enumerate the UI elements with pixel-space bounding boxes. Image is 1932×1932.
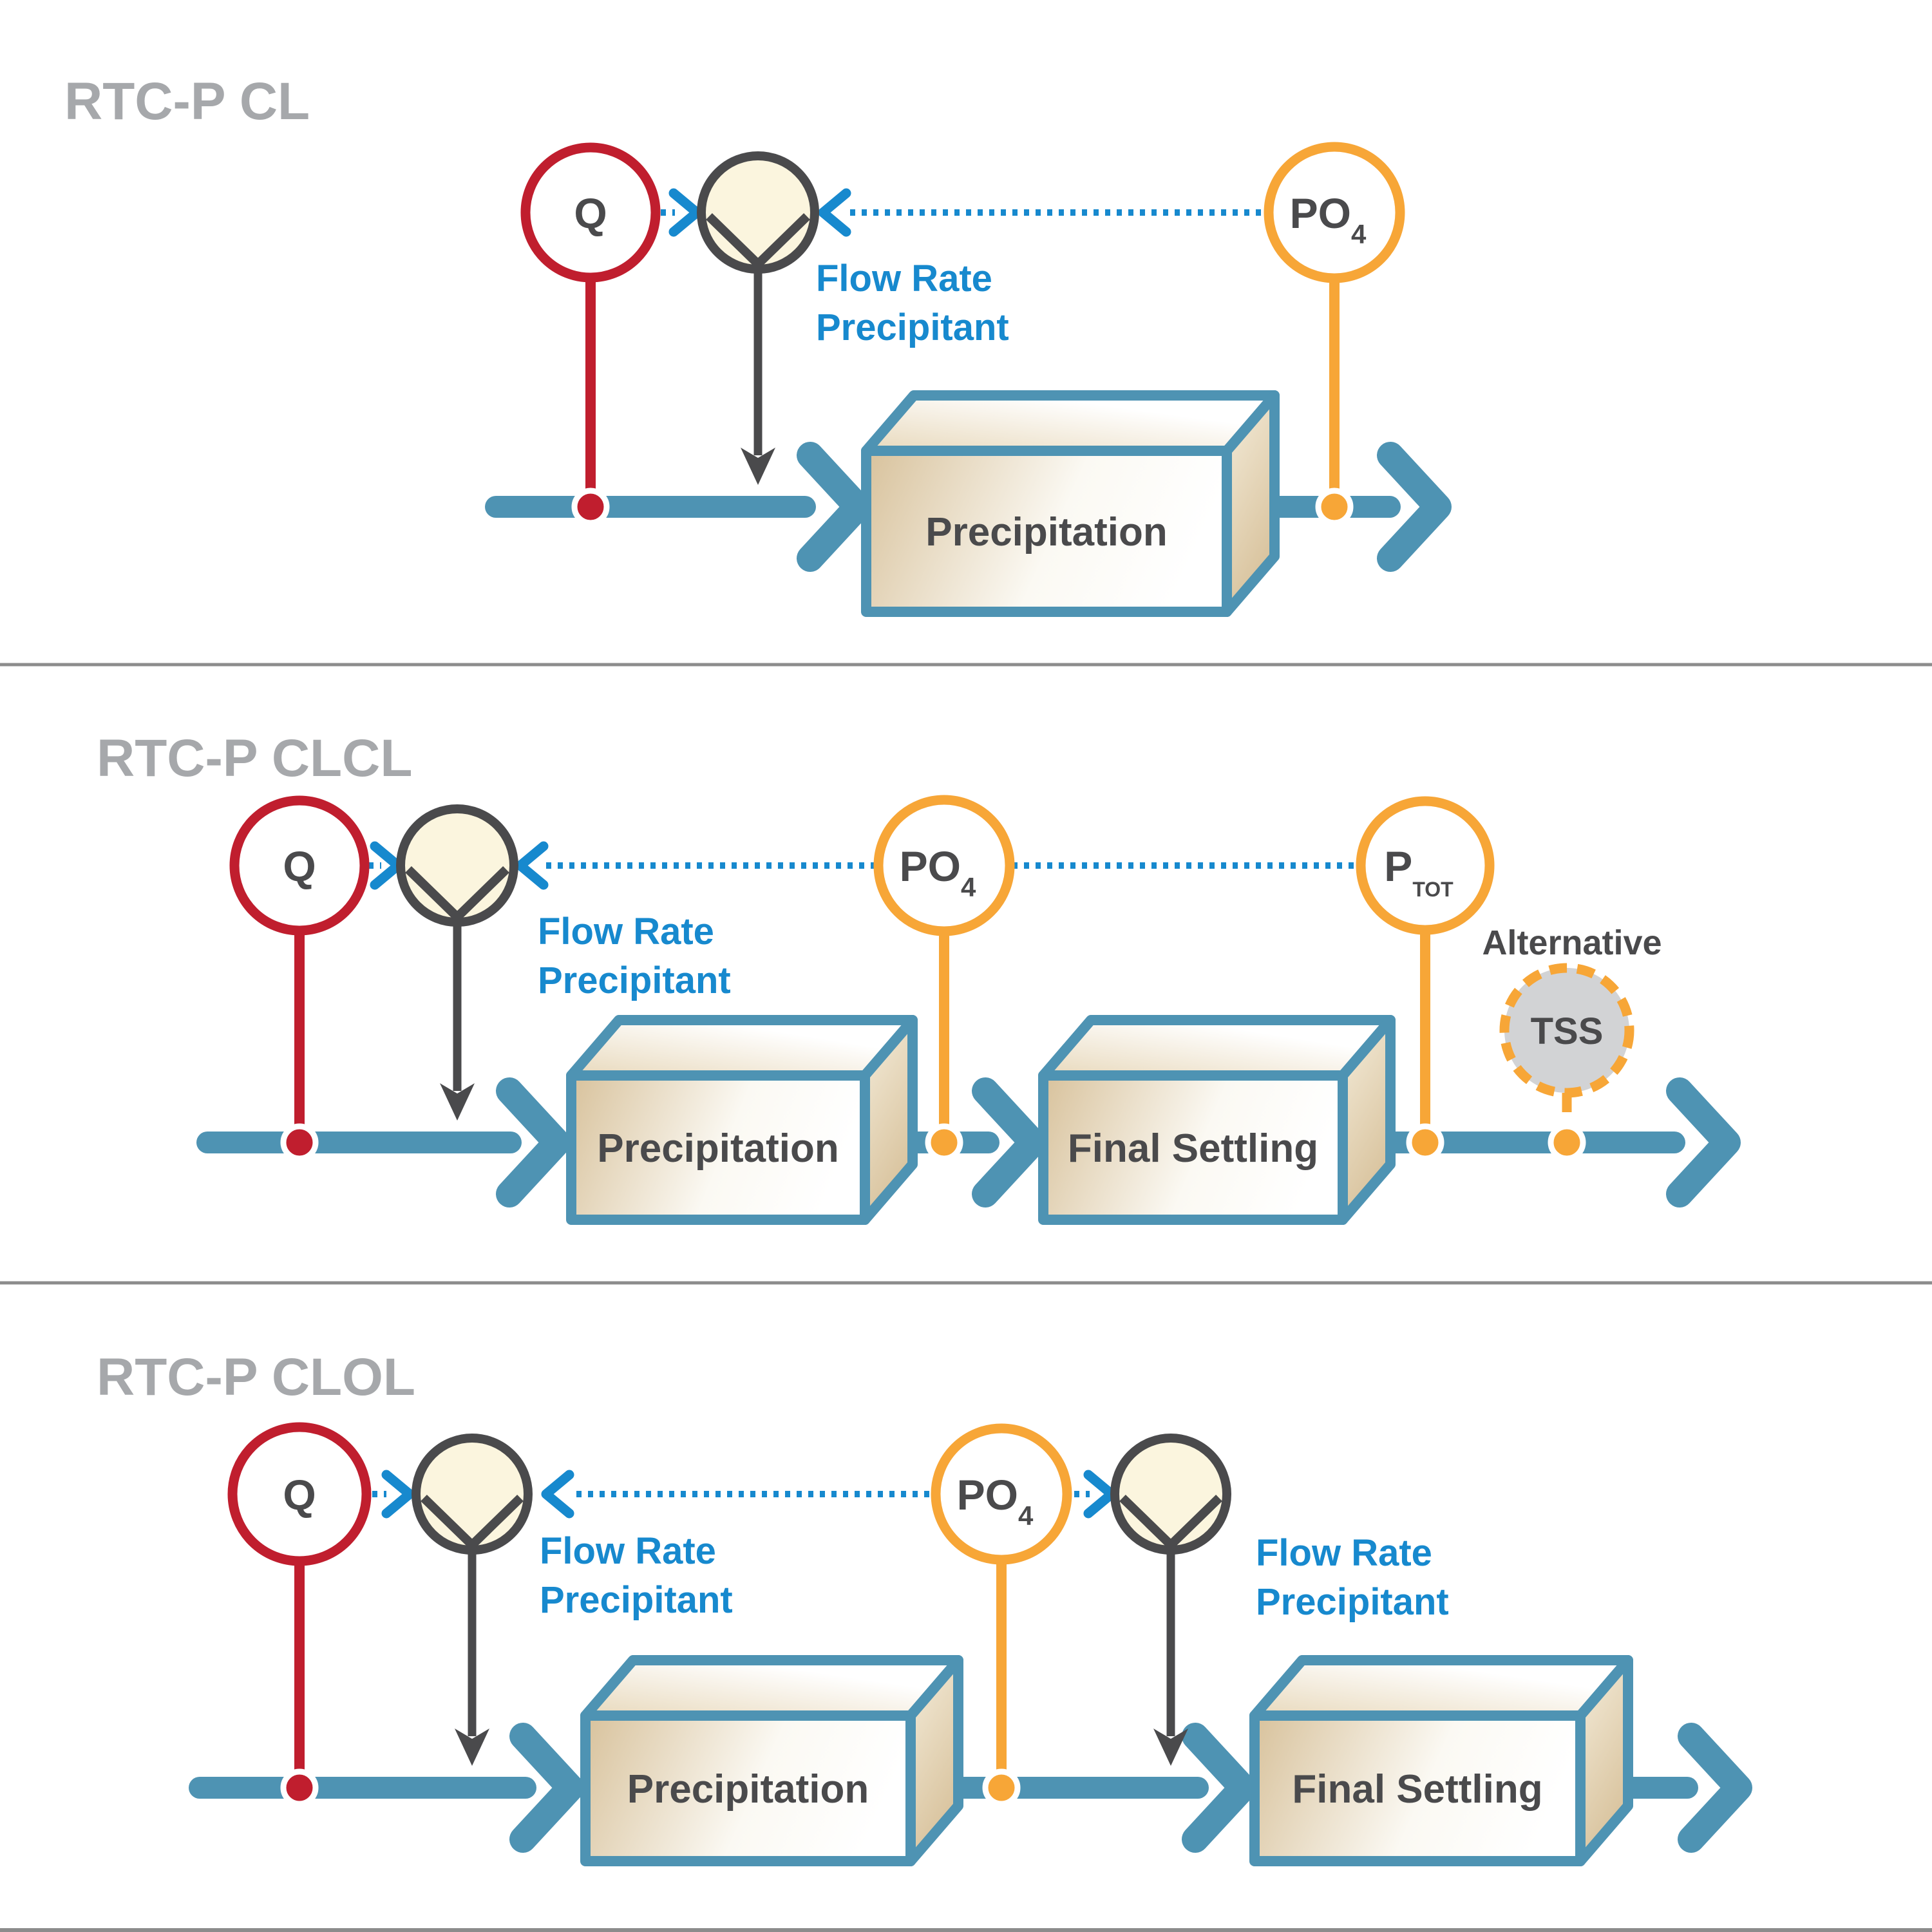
pump-icon xyxy=(697,151,819,274)
process-box-final-settling: Final Settling xyxy=(1038,1015,1396,1225)
panel-rtc-p-clcl: RTC-P CLCL Precipitation Final Settling Q PO… xyxy=(97,729,1741,1225)
box-label: Precipitation xyxy=(925,510,1168,554)
flow-arrow-icon xyxy=(1666,1077,1741,1208)
sensor-label: Q xyxy=(574,189,607,237)
sensor-q: Q xyxy=(520,142,661,526)
panel-rtc-p-clol: RTC-P CLOL Precipitation Final Settling Q PO… xyxy=(97,1348,1752,1866)
box-label: Precipitation xyxy=(597,1126,839,1171)
annotation-line: Flow Rate xyxy=(540,1530,716,1572)
pump-icon xyxy=(1110,1434,1231,1555)
panel-rtc-p-cl: RTC-P CL Precipitation Q PO4 Flow RatePrecip… xyxy=(64,72,1452,617)
sensor-po4: PO4 xyxy=(931,1423,1072,1807)
annotation-line: Flow Rate xyxy=(816,258,992,299)
tap-point xyxy=(1548,1123,1586,1162)
annotation-line: Precipitant xyxy=(1256,1581,1449,1623)
box-front-face xyxy=(1249,1710,1586,1866)
flow-arrow-icon xyxy=(1377,442,1452,572)
pump-impeller-icon xyxy=(1119,1494,1222,1551)
panel-title: RTC-P CLOL xyxy=(97,1348,415,1406)
pump-impeller-icon xyxy=(706,213,810,270)
tap-point xyxy=(1315,488,1354,526)
signal-arrow-icon xyxy=(541,1470,574,1519)
box-top-face xyxy=(566,1015,918,1081)
flow-arrow-icon xyxy=(797,442,871,572)
flow-arrow-icon xyxy=(1678,1723,1752,1853)
sensor-circle xyxy=(1356,796,1495,935)
pump-arrow-icon xyxy=(440,1083,475,1121)
sensor-q: Q xyxy=(229,795,370,1162)
pump-arrow-icon xyxy=(455,1728,489,1766)
dosing-pump xyxy=(697,151,819,485)
tss-circle xyxy=(1499,963,1634,1098)
pump-arrow-icon xyxy=(741,448,775,485)
sensor-circle xyxy=(229,795,370,936)
sensor-label: Q xyxy=(283,1471,316,1519)
sensor-circle xyxy=(931,1423,1072,1565)
flow-arrow-icon xyxy=(509,1723,584,1853)
signal-arrow-icon xyxy=(515,841,549,890)
tap-point xyxy=(280,1123,319,1162)
sensor-po4: PO4 xyxy=(873,795,1015,1162)
pump-impeller-icon xyxy=(405,866,509,923)
box-front-face xyxy=(566,1070,870,1225)
annotation-line: Flow Rate xyxy=(1256,1532,1432,1574)
box-front-face xyxy=(580,1710,916,1866)
box-top-face xyxy=(1249,1655,1633,1721)
signal-arrow-icon xyxy=(818,188,851,237)
flow-arrow-icon xyxy=(496,1077,571,1208)
panel-title: RTC-P CL xyxy=(64,72,310,131)
tap-point xyxy=(1406,1123,1444,1162)
sensor-circle xyxy=(227,1422,372,1566)
signal-arrow-icon xyxy=(381,1470,415,1519)
annotation-line: Precipitant xyxy=(816,307,1009,348)
process-box-final-settling: Final Settling xyxy=(1249,1655,1633,1866)
sensor-circle xyxy=(520,142,661,283)
flow-arrow-icon xyxy=(972,1077,1046,1208)
process-box-precipitation: Precipitation xyxy=(580,1655,963,1866)
sensor-circle xyxy=(873,795,1015,936)
sensor-tss-alternative: TSS xyxy=(1499,963,1634,1162)
tap-point xyxy=(982,1768,1021,1807)
box-top-face xyxy=(580,1655,963,1721)
dosing-pump-2 xyxy=(1110,1434,1231,1766)
sensor-q: Q xyxy=(227,1422,372,1807)
alternative-label: Alternative xyxy=(1482,923,1662,962)
annotation-line: Flow Rate xyxy=(538,911,714,952)
box-label: Final Settling xyxy=(1292,1767,1542,1812)
sensor-label: TSS xyxy=(1531,1010,1604,1052)
pump-arrow-icon xyxy=(1153,1728,1188,1766)
sensor-circle xyxy=(1264,142,1405,283)
tap-point xyxy=(925,1123,963,1162)
sensor-po4: PO4 xyxy=(1264,142,1405,526)
box-front-face xyxy=(1038,1070,1348,1225)
tap-point xyxy=(280,1768,319,1807)
dosing-pump-1 xyxy=(412,1434,533,1766)
annotation-line: Alternative xyxy=(1482,923,1662,962)
annotation-line: Precipitant xyxy=(538,960,731,1001)
process-box-precipitation: Precipitation xyxy=(566,1015,918,1225)
box-top-face xyxy=(861,390,1280,456)
process-box-precipitation: Precipitation xyxy=(861,390,1280,617)
box-label: Precipitation xyxy=(627,1767,869,1812)
sensor-label: Q xyxy=(283,842,316,890)
dosing-pump xyxy=(396,804,518,1121)
annotation-line: Precipitant xyxy=(540,1579,733,1621)
pump-impeller-icon xyxy=(421,1494,524,1551)
box-top-face xyxy=(1038,1015,1396,1081)
sensor-ptot: PTOT xyxy=(1356,796,1495,1162)
pump-icon xyxy=(412,1434,533,1555)
tap-point xyxy=(571,488,610,526)
box-label: Final Settling xyxy=(1068,1126,1318,1171)
pump-icon xyxy=(396,804,518,927)
panel-title: RTC-P CLCL xyxy=(97,729,412,788)
flow-arrow-icon xyxy=(1182,1723,1256,1853)
box-front-face xyxy=(861,446,1232,617)
